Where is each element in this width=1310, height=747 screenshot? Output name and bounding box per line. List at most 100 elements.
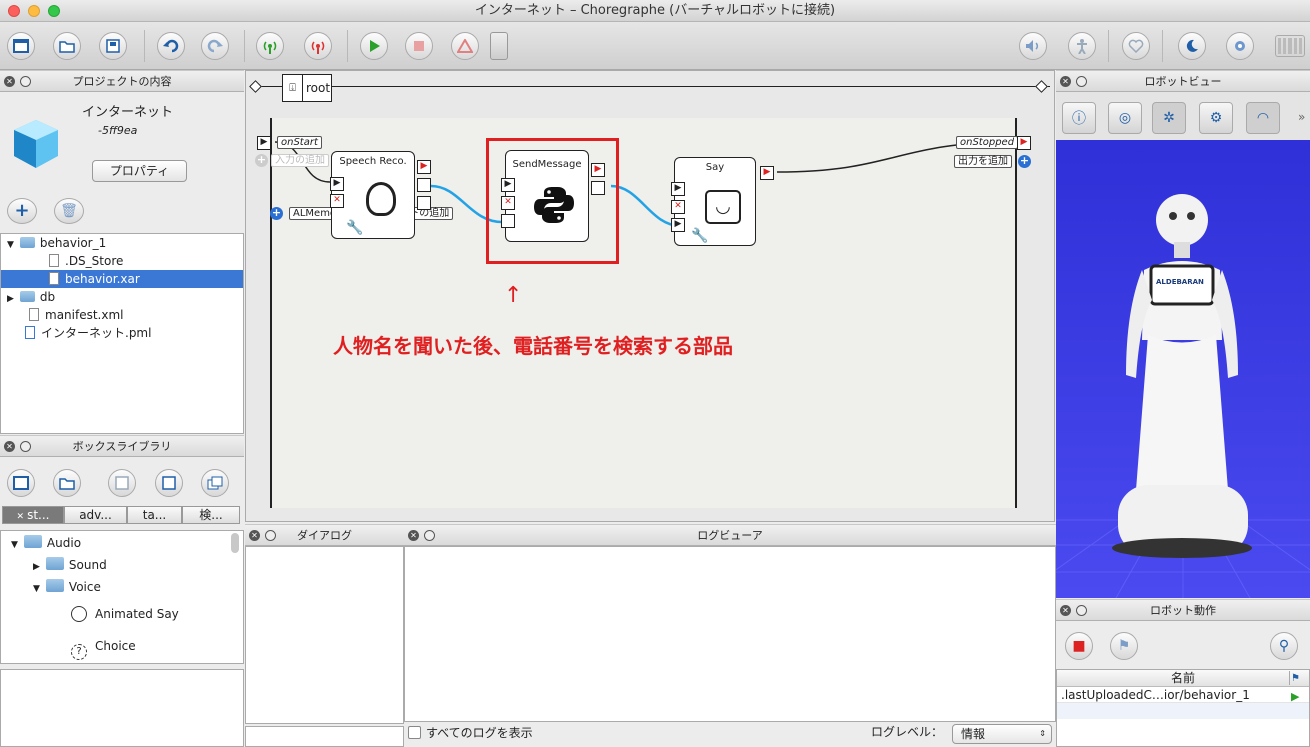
add-almemory-icon[interactable]: + [270,206,283,220]
debug-icon[interactable] [451,32,479,60]
save-library-icon[interactable] [108,469,136,497]
box-say[interactable]: Say ◡ 🔧 [674,157,756,246]
stop-all-icon[interactable]: ■ [1065,632,1093,660]
dialog-input[interactable] [245,726,404,747]
search-icon[interactable]: ⚲ [1270,632,1298,660]
stop-icon[interactable] [405,32,433,60]
speech-onstart-port[interactable]: ▶ [330,177,344,191]
volume-icon[interactable] [1019,32,1047,60]
table-row[interactable]: .lastUploadedC…ior/behavior_1 ▶ [1057,687,1309,703]
save-icon[interactable] [99,32,127,60]
gauge-icon[interactable]: ◠ [1246,102,1280,134]
close-panel-icon[interactable]: ✕ [249,530,260,541]
log-level-select[interactable]: 情報⇕ [952,724,1052,744]
add-file-button[interactable]: + [7,198,37,224]
add-output-icon[interactable]: + [1018,154,1031,168]
tree-item-pml[interactable]: インターネット.pml [25,324,151,342]
speech-onstop-port[interactable]: ✕ [330,194,344,208]
tab-search[interactable]: 検... [182,506,240,524]
say-input-port[interactable]: ▶ [671,218,685,232]
new-window-icon[interactable] [7,32,35,60]
heart-icon[interactable] [1122,32,1150,60]
tree-item-manifest[interactable]: manifest.xml [29,306,124,324]
detach-panel-icon[interactable] [265,530,276,541]
detach-panel-icon[interactable] [20,76,31,87]
joint-icon[interactable]: ◎ [1108,102,1142,134]
undo-icon[interactable] [157,32,185,60]
onstart-port[interactable]: ▶ [257,136,271,150]
robot-3d-view[interactable]: ALDEBARAN [1056,140,1310,598]
redo-icon[interactable] [201,32,229,60]
wrench-icon[interactable]: 🔧 [691,228,709,244]
open-library-icon[interactable] [53,469,81,497]
add-input-label[interactable]: 入力の追加 [271,154,329,167]
sendmessage-input-port[interactable] [501,214,515,228]
sendmessage-onstop-port[interactable]: ✕ [501,196,515,210]
info-icon[interactable]: ⓘ [1062,102,1096,134]
close-panel-icon[interactable]: ✕ [1060,76,1071,87]
tab-standard[interactable]: ✕st... [2,506,64,524]
more-icon[interactable]: » [1298,110,1306,124]
close-panel-icon[interactable]: ✕ [4,76,15,87]
say-onstart-port[interactable]: ▶ [671,182,685,196]
close-window-button[interactable] [8,5,20,17]
library-item-voice[interactable]: ▼Voice [33,579,101,594]
trash-icon[interactable]: 🗑 [54,198,84,224]
close-panel-icon[interactable]: ✕ [408,530,419,541]
project-name: インターネット [82,105,174,120]
library-item-animated-say[interactable]: Animated Say [71,605,179,623]
speech-onstopped-port[interactable]: ▶ [417,160,431,174]
library-item-choice[interactable]: ?Choice [71,637,136,660]
breadcrumb[interactable]: ⍗ root [282,74,332,102]
play-icon[interactable] [360,32,388,60]
settings-icon[interactable] [1226,32,1254,60]
say-onstop-port[interactable]: ✕ [671,200,685,214]
properties-button[interactable]: プロパティ [92,160,187,182]
battery-icon [1275,35,1305,57]
detach-panel-icon[interactable] [1076,605,1087,616]
library-item-sound[interactable]: ▶Sound [33,557,107,572]
gear-icon[interactable]: ⚙ [1199,102,1233,134]
sendmessage-onstart-port[interactable]: ▶ [501,178,515,192]
library-copy-icon[interactable] [201,469,229,497]
speech-output-port[interactable] [417,178,431,192]
new-library-icon[interactable] [7,469,35,497]
tab-tags[interactable]: ta... [127,506,182,524]
tree-item-ds-store[interactable]: .DS_Store [49,252,123,270]
zoom-window-button[interactable] [48,5,60,17]
open-folder-icon[interactable] [53,32,81,60]
wrench-icon[interactable]: 🔧 [346,220,364,236]
detach-panel-icon[interactable] [1076,76,1087,87]
flag-icon[interactable]: ⚑ [1110,632,1138,660]
sleep-icon[interactable] [1178,32,1206,60]
play-behavior-icon[interactable]: ▶ [1291,690,1300,703]
add-input-icon[interactable]: + [255,153,268,167]
onstopped-port[interactable]: ▶ [1017,136,1031,150]
sendmessage-onstopped-port[interactable]: ▶ [591,163,605,177]
tree-item-db[interactable]: ▶db [7,290,56,304]
close-panel-icon[interactable]: ✕ [4,441,15,452]
animation-mode-icon[interactable] [1068,32,1096,60]
detach-panel-icon[interactable] [424,530,435,541]
library-item-audio[interactable]: ▼Audio [11,535,82,550]
add-output-label[interactable]: 出力を追加 [954,155,1012,168]
box-sendmessage[interactable]: SendMessage [505,150,589,242]
connect-icon[interactable] [256,32,284,60]
tree-item-behavior-xar[interactable]: behavior.xar [1,270,243,288]
tree-item-behavior_1[interactable]: ▼behavior_1 [7,236,107,250]
save-as-library-icon[interactable] [155,469,183,497]
close-panel-icon[interactable]: ✕ [1060,605,1071,616]
project-panel-header: ✕ プロジェクトの内容 [0,70,244,92]
sendmessage-output-port[interactable] [591,181,605,195]
speed-slider[interactable] [490,32,508,60]
box-speech-reco[interactable]: Speech Reco. 🔧 [331,151,415,239]
minimize-window-button[interactable] [28,5,40,17]
say-onstopped-port[interactable]: ▶ [760,166,774,180]
disconnect-icon[interactable] [304,32,332,60]
motor-icon[interactable]: ✲ [1152,102,1186,134]
detach-panel-icon[interactable] [20,441,31,452]
tab-advanced[interactable]: adv... [64,506,127,524]
show-all-logs-checkbox[interactable] [408,726,421,739]
scrollbar[interactable] [231,533,239,553]
speech-output2-port[interactable] [417,196,431,210]
